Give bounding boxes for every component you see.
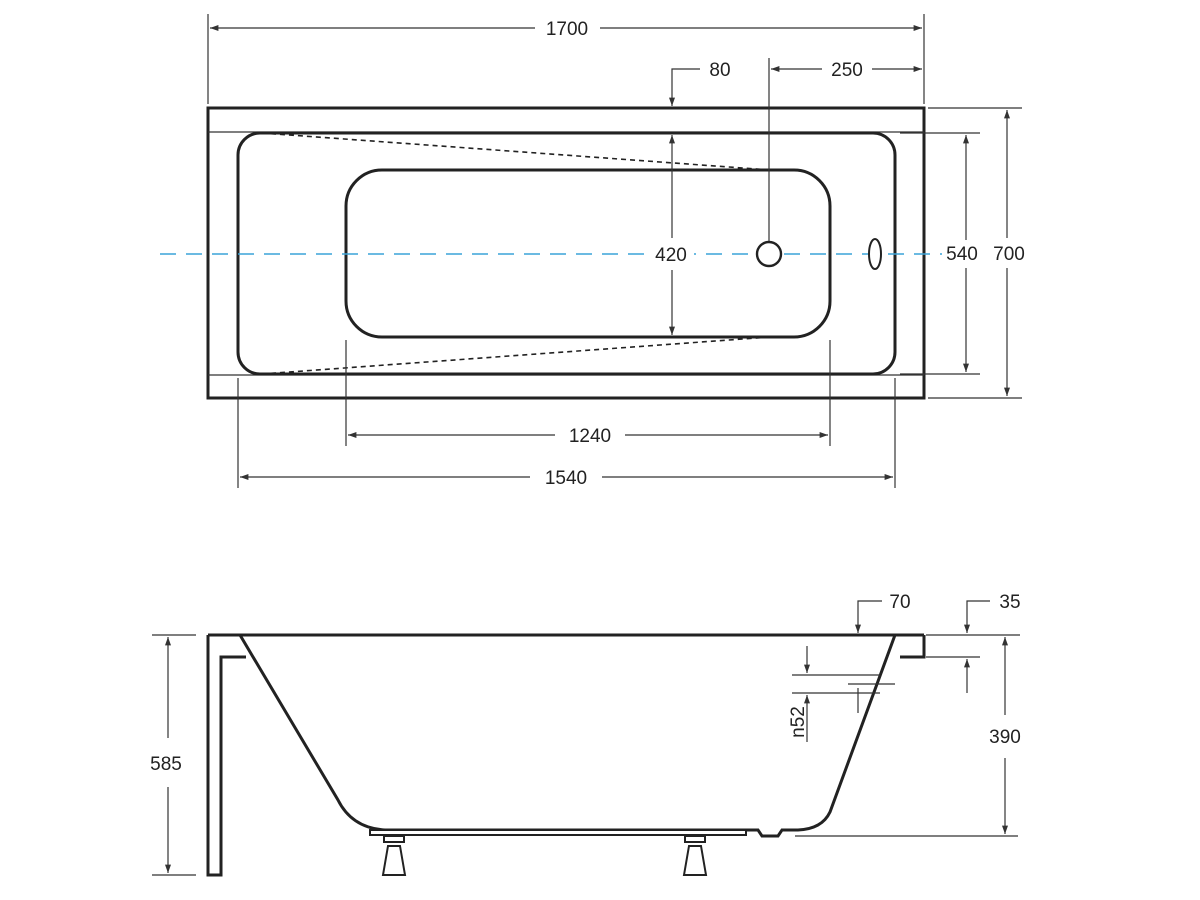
dimension-overflow-offset: 80	[669, 60, 731, 106]
label-1540: 1540	[545, 468, 587, 489]
label-70: 70	[889, 592, 910, 613]
slope-line-top	[261, 132, 771, 171]
dimension-rim-width: 70	[855, 592, 911, 633]
label-540: 540	[946, 244, 978, 265]
dimension-inner-width: 540	[900, 132, 982, 375]
side-view: n52 70 35 390 585	[150, 592, 1021, 877]
slope-line-bottom	[261, 336, 771, 375]
dimension-basin-bottom-length: 1240	[345, 340, 831, 447]
front-panel	[206, 635, 246, 877]
drain-icon	[755, 240, 783, 268]
dimension-drain-offset: 250	[768, 58, 922, 241]
label-390: 390	[989, 727, 1021, 748]
foot-right	[682, 835, 708, 876]
label-1240: 1240	[569, 426, 611, 447]
dimension-rim-thickness: 35	[926, 592, 1021, 693]
bath-profile	[238, 634, 897, 838]
rim-edge	[900, 635, 926, 659]
dimension-overall-length: 1700	[207, 14, 925, 104]
label-250: 250	[831, 60, 863, 81]
base-plate	[369, 829, 747, 836]
label-35: 35	[999, 592, 1020, 613]
dimension-basin-depth: 390	[795, 637, 1021, 837]
overflow-icon	[868, 238, 882, 270]
dimension-total-height: 585	[150, 634, 196, 876]
outer-rim-outline	[206, 106, 926, 400]
dimension-overall-width: 700	[928, 107, 1030, 399]
dimension-basin-bottom-width: 420	[650, 135, 694, 335]
label-585: 585	[150, 754, 182, 775]
label-1700: 1700	[546, 19, 588, 40]
top-view: 1700 80 250 420 540	[160, 14, 1030, 489]
label-80: 80	[709, 60, 730, 81]
foot-left	[381, 835, 407, 876]
dimension-overflow-height: n52	[788, 646, 810, 742]
label-700: 700	[993, 244, 1025, 265]
dimension-inner-length: 1540	[237, 378, 896, 489]
label-n52: n52	[788, 706, 809, 738]
label-420: 420	[655, 245, 687, 266]
